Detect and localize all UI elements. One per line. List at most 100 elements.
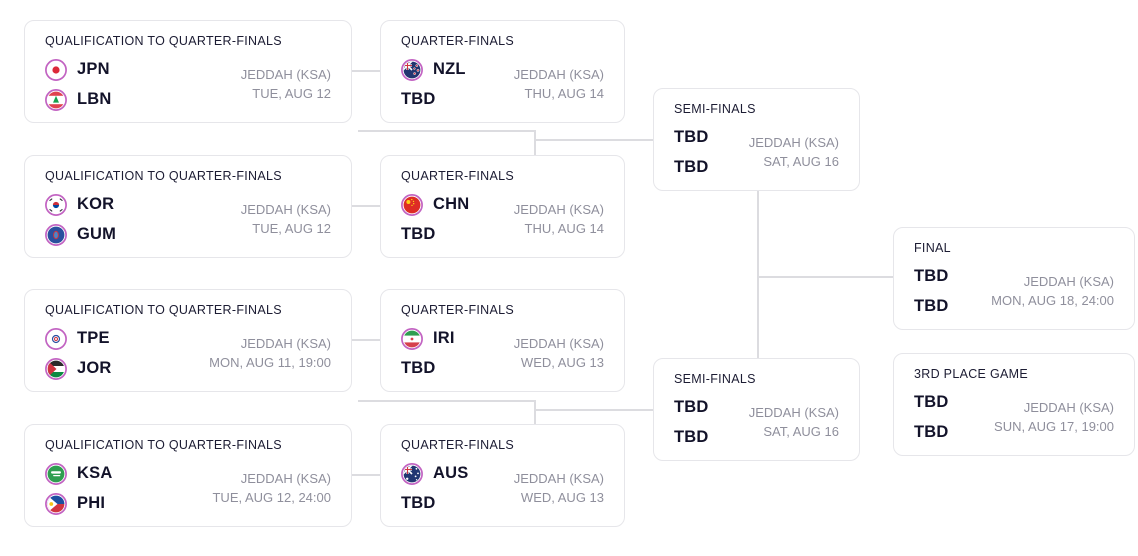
round-label: QUARTER-FINALS xyxy=(401,34,515,48)
match-card-qualification-3[interactable]: QUALIFICATION TO QUARTER-FINALS TPE xyxy=(24,289,352,392)
team-row: TBD xyxy=(401,356,455,381)
venue-info: JEDDAH (KSA) WED, AUG 13 xyxy=(514,335,604,372)
team-row: JPN xyxy=(45,57,112,82)
team-row: TPE xyxy=(45,326,112,351)
team-list: NZL TBD xyxy=(401,57,466,112)
match-datetime: MON, AUG 11, 19:00 xyxy=(209,354,331,370)
flag-ksa-icon xyxy=(45,462,67,485)
team-code: TBD xyxy=(674,428,709,446)
connector-line xyxy=(534,400,536,426)
team-code: TBD xyxy=(674,398,709,416)
team-row: NZL xyxy=(401,57,466,82)
connector-line xyxy=(358,400,536,402)
team-row: JOR xyxy=(45,356,112,381)
match-datetime: SAT, AUG 16 xyxy=(763,153,839,169)
team-code: AUS xyxy=(433,464,469,482)
match-card-semifinal-2[interactable]: SEMI-FINALS TBD TBD JEDDAH (KSA) SAT, AU… xyxy=(653,358,860,461)
match-card-qualification-1[interactable]: QUALIFICATION TO QUARTER-FINALS JPN xyxy=(24,20,352,123)
connector-line xyxy=(757,276,893,278)
match-card-qualification-2[interactable]: QUALIFICATION TO QUARTER-FINALS xyxy=(24,155,352,258)
match-card-quarterfinal-2[interactable]: QUARTER-FINALS CHN xyxy=(380,155,625,258)
match-details: IRI TBD JEDDAH (KSA) WED, AUG 13 xyxy=(401,326,604,381)
match-card-quarterfinal-4[interactable]: QUARTER-FINALS xyxy=(380,424,625,527)
connector-line xyxy=(352,70,381,72)
match-card-quarterfinal-1[interactable]: QUARTER-FINALS xyxy=(380,20,625,123)
connector-line xyxy=(534,130,536,156)
match-datetime: THU, AUG 14 xyxy=(524,85,604,101)
team-row: TBD xyxy=(674,395,709,420)
team-code: TBD xyxy=(401,225,436,243)
team-list: TBD TBD xyxy=(914,390,949,445)
team-code: KOR xyxy=(77,195,115,213)
team-code: LBN xyxy=(77,90,112,108)
flag-aus-icon xyxy=(401,462,423,485)
match-datetime: TUE, AUG 12 xyxy=(252,85,331,101)
team-row: TBD xyxy=(914,390,949,415)
match-details: KOR GUM JEDDAH (KSA) TUE, AUG 12 xyxy=(45,192,331,247)
venue-info: JEDDAH (KSA) TUE, AUG 12 xyxy=(241,201,331,238)
venue-city: JEDDAH (KSA) xyxy=(513,67,604,83)
connector-line xyxy=(534,409,653,411)
team-code: TBD xyxy=(401,90,436,108)
team-row: IRI xyxy=(401,326,455,351)
flag-jpn-icon xyxy=(45,58,67,81)
team-list: KOR GUM xyxy=(45,192,116,247)
team-list: JPN LBN xyxy=(45,57,112,112)
round-label: QUALIFICATION TO QUARTER-FINALS xyxy=(45,169,282,183)
team-code: TBD xyxy=(401,494,436,512)
match-details: TPE JOR xyxy=(45,326,331,381)
team-code: CHN xyxy=(433,195,470,213)
team-code: IRI xyxy=(433,329,455,347)
match-details: AUS TBD JEDDAH (KSA) WED, AUG 13 xyxy=(401,461,604,516)
venue-city: JEDDAH (KSA) xyxy=(1023,400,1114,416)
match-card-semifinal-1[interactable]: SEMI-FINALS TBD TBD JEDDAH (KSA) SAT, AU… xyxy=(653,88,860,191)
team-row: TBD xyxy=(674,125,709,150)
venue-info: JEDDAH (KSA) TUE, AUG 12, 24:00 xyxy=(212,470,331,507)
match-datetime: WED, AUG 13 xyxy=(520,489,604,505)
match-card-quarterfinal-3[interactable]: QUARTER-FINALS IRI xyxy=(380,289,625,392)
venue-city: JEDDAH (KSA) xyxy=(240,471,331,487)
flag-iri-icon xyxy=(401,327,423,350)
team-row: KSA xyxy=(45,461,112,486)
flag-chn-icon xyxy=(401,193,423,216)
venue-city: JEDDAH (KSA) xyxy=(240,67,331,83)
venue-info: JEDDAH (KSA) SAT, AUG 16 xyxy=(749,404,839,441)
round-label: 3RD PLACE GAME xyxy=(914,367,1028,381)
match-card-final[interactable]: FINAL TBD TBD JEDDAH (KSA) MON, AUG 18, … xyxy=(893,227,1135,330)
venue-info: JEDDAH (KSA) THU, AUG 14 xyxy=(514,201,604,238)
match-card-third-place[interactable]: 3RD PLACE GAME TBD TBD JEDDAH (KSA) SUN,… xyxy=(893,353,1135,456)
match-details: KSA PHI xyxy=(45,461,331,516)
match-datetime: SAT, AUG 16 xyxy=(763,423,839,439)
match-datetime: THU, AUG 14 xyxy=(524,220,604,236)
team-row: GUM xyxy=(45,222,116,247)
round-label: QUALIFICATION TO QUARTER-FINALS xyxy=(45,303,282,317)
round-label: SEMI-FINALS xyxy=(674,372,756,386)
venue-info: JEDDAH (KSA) WED, AUG 13 xyxy=(514,470,604,507)
flag-phi-icon xyxy=(45,492,67,515)
match-datetime: SUN, AUG 17, 19:00 xyxy=(994,418,1114,434)
match-card-qualification-4[interactable]: QUALIFICATION TO QUARTER-FINALS KSA xyxy=(24,424,352,527)
connector-line xyxy=(358,130,536,132)
venue-city: JEDDAH (KSA) xyxy=(748,405,839,421)
team-list: AUS TBD xyxy=(401,461,468,516)
team-list: TPE JOR xyxy=(45,326,112,381)
round-label: QUARTER-FINALS xyxy=(401,438,515,452)
connector-line xyxy=(757,191,759,358)
match-details: JPN LBN JEDDAH (KSA) xyxy=(45,57,331,112)
team-list: TBD TBD xyxy=(914,264,949,319)
flag-kor-icon xyxy=(45,193,67,216)
team-code: GUM xyxy=(77,225,117,243)
venue-city: JEDDAH (KSA) xyxy=(513,336,604,352)
flag-lbn-icon xyxy=(45,88,67,111)
match-details: TBD TBD JEDDAH (KSA) SUN, AUG 17, 19:00 xyxy=(914,390,1114,445)
round-label: QUALIFICATION TO QUARTER-FINALS xyxy=(45,34,282,48)
venue-info: JEDDAH (KSA) SUN, AUG 17, 19:00 xyxy=(994,399,1114,436)
team-row: TBD xyxy=(674,155,709,180)
team-list: TBD TBD xyxy=(674,125,709,180)
team-code: NZL xyxy=(433,60,466,78)
team-row: TBD xyxy=(674,425,709,450)
team-row: TBD xyxy=(401,87,466,112)
team-code: PHI xyxy=(77,494,106,512)
venue-info: JEDDAH (KSA) THU, AUG 14 xyxy=(514,66,604,103)
